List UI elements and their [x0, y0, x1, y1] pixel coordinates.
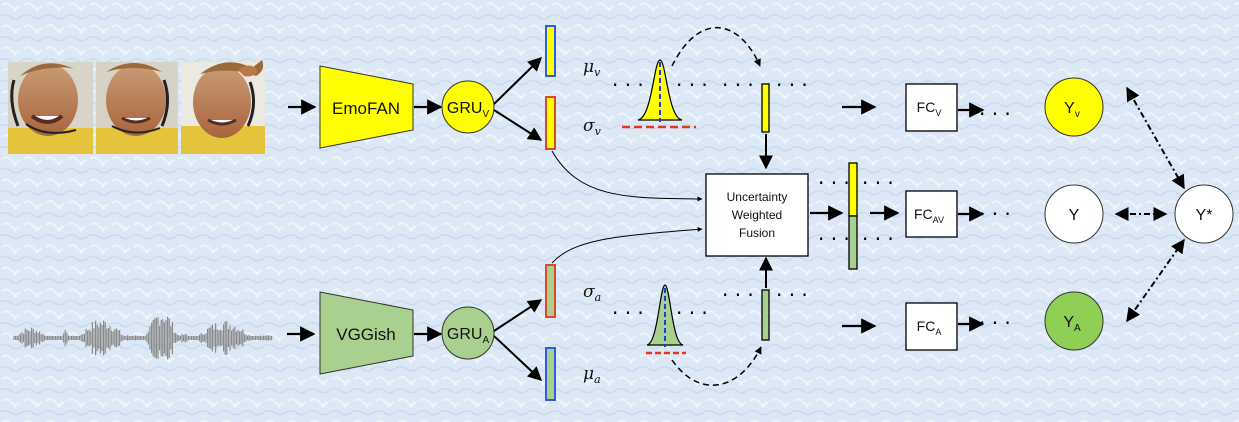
svg-text:· · ·: · · · — [612, 301, 644, 325]
gru-audio-label: GRU — [447, 326, 483, 343]
face-thumbnail-icon — [8, 60, 265, 154]
svg-text:YA: YA — [1063, 314, 1081, 334]
svg-text:· · ·: · · · — [818, 227, 850, 251]
gaussian-curve-icon — [622, 59, 696, 129]
svg-text:· · ·: · · · — [979, 311, 1011, 335]
gru-visual-label: GRU — [447, 100, 483, 117]
uncertainty-weighted-fusion-block: Uncertainty Weighted Fusion — [705, 173, 809, 257]
fc-audiovisual-label: FC — [914, 206, 933, 222]
mu-visual-subscript: v — [594, 66, 601, 79]
svg-text:· · ·: · · · — [818, 171, 850, 195]
output-audio-label: Y — [1063, 314, 1074, 331]
vggish-label: VGGish — [336, 325, 396, 344]
svg-text:FCA: FCA — [917, 318, 942, 337]
mu-audio-subscript: a — [594, 373, 601, 386]
emofan-label: EmoFAN — [332, 99, 400, 118]
output-fused-label: Y — [1069, 207, 1080, 224]
gru-audio-node: GRUA — [441, 306, 495, 360]
audio-waveform-icon — [13, 316, 273, 360]
fc-visual-subscript: V — [935, 108, 941, 118]
output-audio-node: YA — [1044, 291, 1104, 351]
fused-vector — [848, 162, 858, 270]
svg-text:FCV: FCV — [917, 99, 942, 118]
fc-audio-subscript: A — [935, 327, 941, 337]
gru-visual-subscript: V — [482, 109, 489, 120]
output-visual-node: Yv — [1044, 77, 1104, 137]
sigma-audio-subscript: a — [595, 291, 602, 304]
ground-truth-node: Y* — [1174, 184, 1234, 244]
svg-text:· · ·: · · · — [862, 227, 894, 251]
sigma-visual-symbol: σv — [583, 116, 602, 138]
mu-visual-letter: μ — [583, 57, 594, 77]
svg-text:· · ·: · · · — [862, 171, 894, 195]
svg-text:· · ·: · · · — [776, 73, 808, 97]
sigma-visual-subscript: v — [595, 125, 602, 138]
sigma-audio-vector — [545, 264, 556, 318]
sigma-visual-letter: σ — [583, 116, 595, 136]
mu-audio-vector — [545, 347, 556, 401]
mu-visual-symbol: μv — [583, 57, 601, 79]
fc-audio-block: FCA — [905, 302, 958, 351]
svg-text:Yv: Yv — [1064, 100, 1080, 120]
svg-text:· · ·: · · · — [612, 73, 644, 97]
sigma-audio-letter: σ — [583, 282, 595, 302]
gaussian-curve-icon — [646, 284, 686, 355]
sampled-visual-vector — [761, 83, 770, 133]
sigma-audio-symbol: σa — [583, 282, 601, 304]
fc-visual-block: FCV — [905, 83, 958, 132]
svg-text:· · ·: · · · — [722, 283, 754, 307]
svg-text:· · ·: · · · — [676, 301, 708, 325]
emofan-block: EmoFAN — [319, 65, 414, 149]
svg-text:· · ·: · · · — [979, 202, 1011, 226]
svg-text:FCAV: FCAV — [914, 206, 944, 225]
output-fused-node: Y — [1044, 184, 1104, 244]
output-visual-subscript: v — [1075, 109, 1080, 120]
output-audio-subscript: A — [1074, 323, 1081, 334]
output-visual-label: Y — [1064, 100, 1075, 117]
fc-visual-label: FC — [917, 99, 936, 115]
fc-audiovisual-block: FCAV — [905, 190, 958, 238]
fusion-label-line3: Fusion — [739, 226, 775, 240]
mu-visual-vector — [545, 25, 556, 77]
gru-audio-subscript: A — [482, 335, 489, 346]
svg-text:· · ·: · · · — [722, 73, 754, 97]
svg-text:GRUA: GRUA — [447, 326, 490, 346]
mu-audio-letter: μ — [583, 364, 594, 384]
mu-audio-symbol: μa — [583, 364, 601, 386]
vggish-block: VGGish — [319, 291, 414, 375]
fusion-label-line2: Weighted — [732, 208, 782, 222]
sigma-visual-vector — [545, 96, 556, 150]
fc-audio-label: FC — [917, 318, 936, 334]
svg-text:· · ·: · · · — [776, 283, 808, 307]
svg-text:· · ·: · · · — [676, 73, 708, 97]
gru-visual-node: GRUV — [441, 80, 495, 134]
sampled-audio-vector — [761, 289, 770, 341]
svg-text:GRUV: GRUV — [447, 100, 490, 120]
fc-audiovisual-subscript: AV — [933, 215, 944, 225]
svg-text:· · ·: · · · — [979, 102, 1011, 126]
ground-truth-label: Y* — [1196, 207, 1213, 224]
fusion-label-line1: Uncertainty — [727, 190, 788, 204]
